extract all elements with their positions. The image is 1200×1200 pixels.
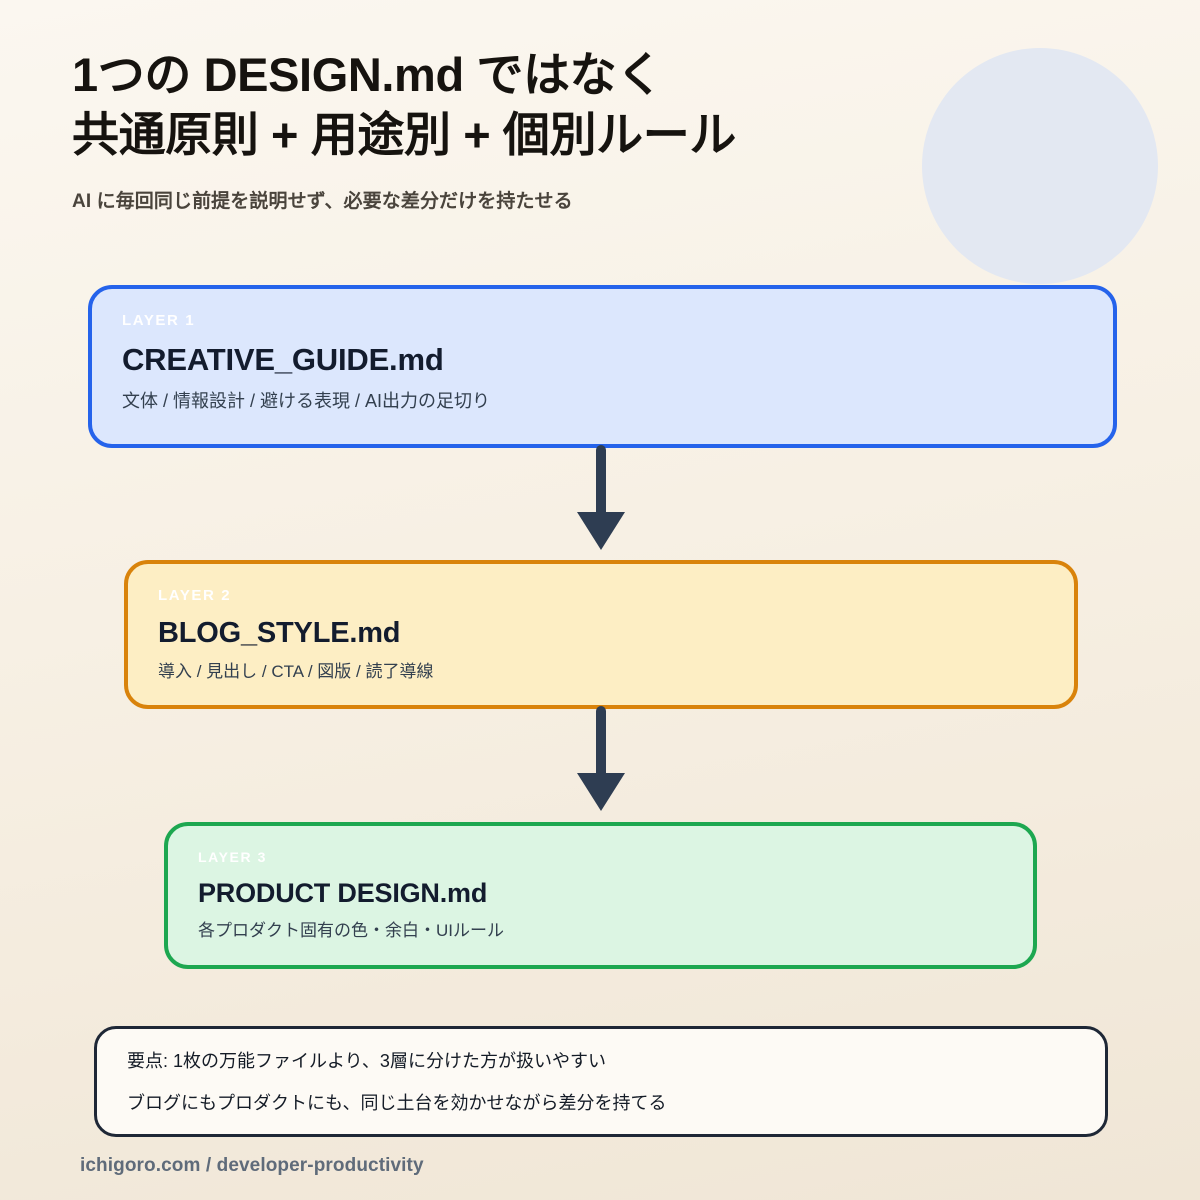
page-title: 1つの DESIGN.md ではなく 共通原則 + 用途別 + 個別ルール (72, 44, 892, 166)
page-title-line-1: 1つの DESIGN.md ではなく (72, 48, 663, 101)
summary-line-2: ブログにもプロダクトにも、同じ土台を効かせながら差分を持てる (127, 1092, 667, 1113)
footer-source: ichigoro.com / developer-productivity (80, 1155, 424, 1176)
arrow-down-icon-2 (577, 706, 625, 811)
layer-card-3[interactable]: LAYER 3 PRODUCT DESIGN.md 各プロダクト固有の色・余白・… (164, 822, 1037, 969)
summary-line-1: 要点: 1枚の万能ファイルより、3層に分けた方が扱いやすい (127, 1051, 606, 1071)
layer-1-badge: LAYER 1 (122, 312, 196, 329)
header: 1つの DESIGN.md ではなく 共通原則 + 用途別 + 個別ルール AI… (72, 44, 892, 213)
layer-card-2[interactable]: LAYER 2 BLOG_STYLE.md 導入 / 見出し / CTA / 図… (124, 560, 1078, 709)
layer-card-1[interactable]: LAYER 1 CREATIVE_GUIDE.md 文体 / 情報設計 / 避け… (88, 285, 1117, 448)
layer-2-title: BLOG_STYLE.md (158, 617, 401, 649)
page-title-line-2: 共通原則 + 用途別 + 個別ルール (72, 108, 736, 162)
layer-3-badge: LAYER 3 (198, 849, 268, 865)
decorative-circle (922, 48, 1158, 284)
layer-2-description: 導入 / 見出し / CTA / 図版 / 読了導線 (158, 662, 434, 682)
layer-1-description: 文体 / 情報設計 / 避ける表現 / AI出力の足切り (122, 390, 491, 411)
page-subtitle: AI に毎回同じ前提を説明せず、必要な差分だけを持たせる (72, 191, 573, 213)
arrow-down-icon-1 (577, 445, 625, 550)
summary-box: 要点: 1枚の万能ファイルより、3層に分けた方が扱いやすい ブログにもプロダクト… (94, 1026, 1108, 1137)
layer-3-description: 各プロダクト固有の色・余白・UIルール (198, 921, 504, 941)
layer-3-title: PRODUCT DESIGN.md (198, 878, 488, 908)
layer-1-title: CREATIVE_GUIDE.md (122, 342, 444, 377)
layer-2-badge: LAYER 2 (158, 587, 232, 604)
